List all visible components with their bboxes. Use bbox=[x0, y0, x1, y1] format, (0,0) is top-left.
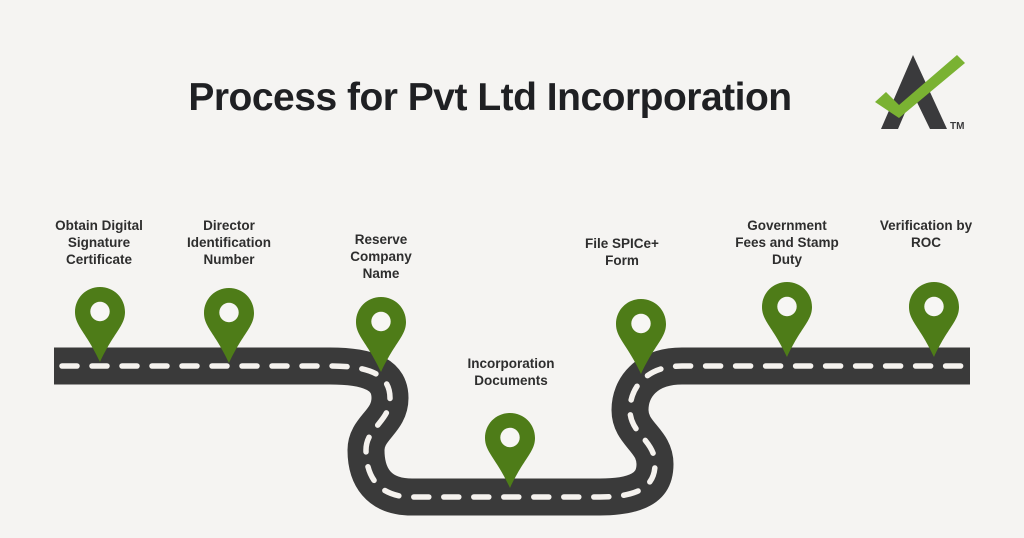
step-label-govt-fees: Government Fees and Stamp Duty bbox=[735, 218, 839, 267]
logo-checkmark-icon bbox=[875, 55, 965, 118]
page-title: Process for Pvt Ltd Incorporation bbox=[188, 76, 792, 119]
map-pin-icon bbox=[75, 287, 125, 362]
logo-tm-text: TM bbox=[950, 121, 964, 132]
step-label-spice-form: File SPICe+ Form bbox=[585, 236, 659, 268]
map-pin-icon bbox=[485, 413, 535, 488]
step-label-incorporation-docs: Incorporation Documents bbox=[467, 356, 555, 388]
map-pin-icon bbox=[204, 288, 254, 363]
step-label-digital-signature: Obtain Digital Signature Certificate bbox=[55, 218, 143, 267]
step-label-reserve-name: Reserve Company Name bbox=[350, 232, 412, 281]
map-pin-icon bbox=[616, 299, 666, 374]
map-pin-icon bbox=[909, 282, 959, 357]
road-center-line bbox=[51, 363, 973, 500]
map-pin-icon bbox=[762, 282, 812, 357]
step-label-din: Director Identification Number bbox=[187, 218, 271, 267]
step-label-roc-verification: Verification by ROC bbox=[879, 218, 973, 250]
brand-logo: TM bbox=[875, 55, 965, 132]
map-pin-icon bbox=[356, 297, 406, 372]
